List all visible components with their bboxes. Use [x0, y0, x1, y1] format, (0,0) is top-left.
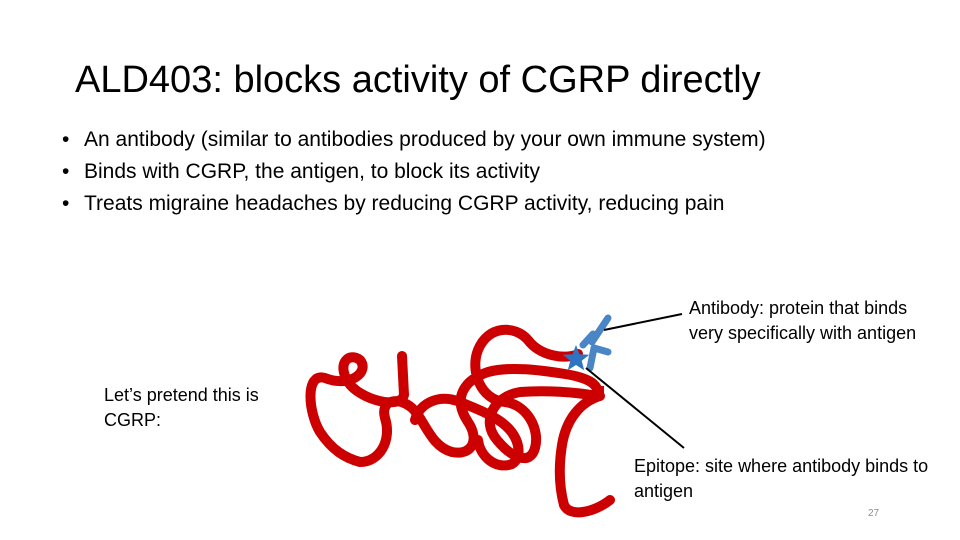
- epitope-pointer-line: [585, 367, 685, 449]
- antibody-label: Antibody: protein that binds very specif…: [689, 298, 917, 343]
- slide-number: 27: [868, 508, 880, 519]
- bullet-text: Binds with CGRP, the antigen, to block i…: [84, 160, 540, 183]
- cgrp-strand: [305, 324, 615, 518]
- cgrp-label: Let’s pretend this is CGRP:: [104, 385, 259, 430]
- bullet-text: Treats migraine headaches by reducing CG…: [84, 192, 725, 215]
- bullet-item: • Treats migraine headaches by reducing …: [62, 190, 862, 217]
- antibody-pointer-line: [603, 313, 683, 331]
- cgrp-end-cap: [594, 386, 604, 396]
- slide-title: ALD403: blocks activity of CGRP directly: [75, 59, 761, 101]
- bullet-marker: •: [62, 128, 70, 151]
- antibody-icon: [579, 314, 612, 372]
- bullet-text: An antibody (similar to antibodies produ…: [84, 128, 766, 151]
- bullet-list: • An antibody (similar to antibodies pro…: [62, 126, 862, 222]
- epitope-star-icon: [562, 345, 590, 371]
- epitope-label: Epitope: site where antibody binds to an…: [634, 456, 929, 501]
- bullet-marker: •: [62, 160, 70, 183]
- bullet-item: • Binds with CGRP, the antigen, to block…: [62, 158, 862, 185]
- bullet-marker: •: [62, 192, 70, 215]
- bullet-item: • An antibody (similar to antibodies pro…: [62, 126, 862, 153]
